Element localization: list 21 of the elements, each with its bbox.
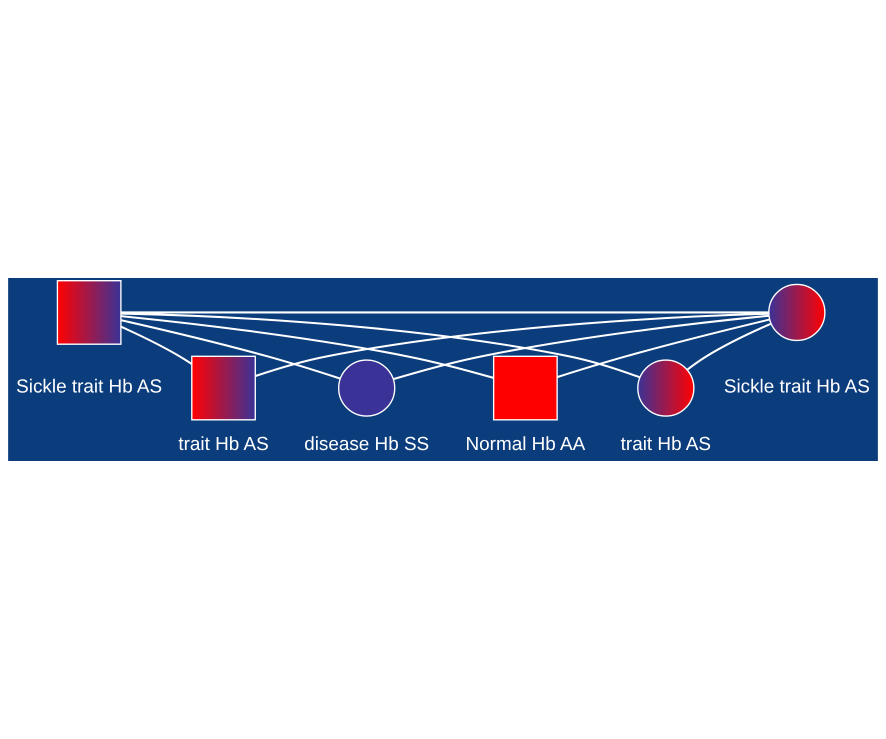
node-box [191,356,256,420]
node-box [492,356,558,420]
connector [556,318,770,378]
node-circle [338,359,396,417]
node-label: Sickle trait Hb AS [16,376,162,398]
node-box [56,280,122,345]
node-label: trait Hb AS [178,434,269,455]
connector [120,319,341,380]
connector [255,312,769,377]
node-circle [637,359,695,417]
node-circle [768,284,826,342]
connector [686,322,772,371]
node-label: disease Hb SS [304,434,430,455]
connector [120,311,769,314]
connector [393,314,769,380]
node-label: Sickle trait Hb AS [724,376,870,398]
connector [120,312,640,378]
connector [120,326,192,365]
connector [120,315,494,379]
node-label: Normal Hb AA [466,434,586,455]
node-label: trait Hb AS [620,434,711,455]
